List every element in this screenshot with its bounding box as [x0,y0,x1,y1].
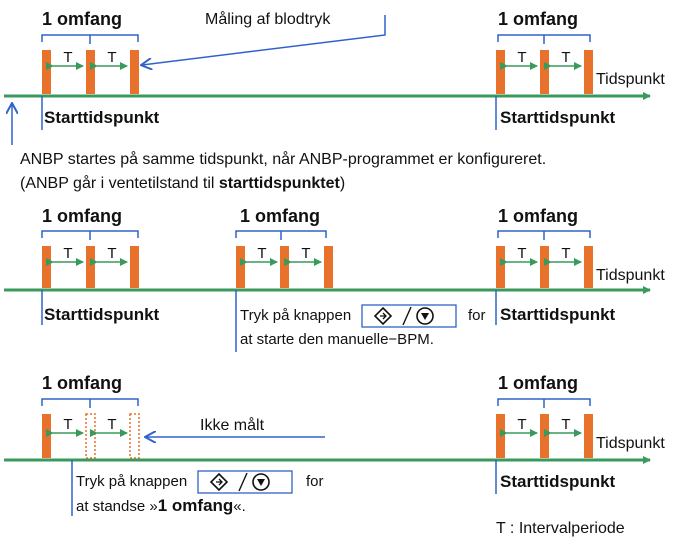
start-label: Starttidspunkt [500,305,616,324]
start-label: Starttidspunkt [44,305,160,324]
stop-note-bold: 1 omfang [158,496,234,515]
scope-group-1: 1 omfang T T Starttidspunkt [41,9,160,130]
stop-note-a: Tryk på knappen [76,473,187,490]
measurement-bar [496,246,505,288]
scope-group-3: 1 omfang T T Starttidspunkt [41,206,160,325]
row-3: 1 omfang T T Ikke målt Tryk på knappen f… [4,373,665,516]
measurement-bar [130,50,139,94]
interval-label: T [561,245,570,262]
interval-label: T [107,245,116,262]
scope-label: 1 omfang [240,206,320,226]
scope-group-5: 1 omfang T T Starttidspunkt [495,373,616,494]
time-label: Tidspunkt [596,267,665,284]
interval-label: T [63,49,72,66]
interval-label: T [561,416,570,433]
scope-label: 1 omfang [498,206,578,226]
manual-note-c: at starte den manuelle−BPM. [240,331,434,348]
measurement-callout [142,15,386,65]
interval-label: T [63,416,72,433]
measurement-bar [584,246,593,288]
start-label: Starttidspunkt [500,108,616,127]
start-stop-button-icon [361,304,457,328]
note-line-2: (ANBP går i ventetilstand til starttidsp… [20,174,345,192]
manual-note-a: Tryk på knappen [240,307,351,324]
measurement-bar [42,414,51,458]
skipped-bar [85,413,96,459]
start-label: Starttidspunkt [44,108,160,127]
note-prefix: (ANBP går i ventetilstand til [20,174,219,192]
scope-label: 1 omfang [42,373,122,393]
manual-note-b: for [468,307,486,324]
interval-label: T [561,49,570,66]
note-suffix: ) [340,175,345,192]
scope-label: 1 omfang [42,206,122,226]
measurement-bar [86,50,95,94]
measurement-bar [584,50,593,94]
time-label: Tidspunkt [596,435,665,452]
measurement-bar [584,414,593,458]
scope-label: 1 omfang [498,373,578,393]
stop-note-suffix: «. [233,498,246,515]
stop-note-prefix: at standse » [76,498,158,515]
row-2: 1 omfang T T Starttidspunkt 1 omfang T T [4,206,665,352]
measurement-bar [130,246,139,288]
scope-label: 1 omfang [498,9,578,29]
interval-label: T [517,245,526,262]
measurement-bar [496,50,505,94]
skipped-bar [129,413,140,459]
measurement-bar [42,246,51,288]
stop-note-c: at standse »1 omfang«. [76,496,246,515]
note-bold: starttidspunktet [219,175,341,192]
start-stop-button-icon [197,470,293,494]
measurement-label: Måling af blodtryk [205,10,331,28]
interval-label: T [257,245,266,262]
time-label: Tidspunkt [596,71,665,88]
interval-label: T [517,49,526,66]
scope-group-4: 1 omfang T T Starttidspunkt [495,206,616,325]
measurement-bar [236,246,245,288]
scope-label: 1 omfang [42,9,122,29]
interval-label: T [63,245,72,262]
not-measured-label: Ikke målt [200,416,265,434]
note-line-1: ANBP startes på samme tidspunkt, når ANB… [20,150,546,168]
measurement-bar [280,246,289,288]
stop-note-b: for [306,473,324,490]
start-label: Starttidspunkt [500,472,616,491]
scope-group-manual: 1 omfang T T Tryk på knappen for at star… [235,206,486,352]
measurement-bar [324,246,333,288]
scope-group-2: 1 omfang T T Starttidspunkt [495,9,616,130]
measurement-bar [540,50,549,94]
measurement-bar [42,50,51,94]
interval-label: T [107,49,116,66]
interval-label: T [301,245,310,262]
legend-interval: T : Intervalperiode [496,520,625,537]
interval-label: T [517,416,526,433]
measurement-bar [540,414,549,458]
measurement-bar [540,246,549,288]
scope-group-stopped: 1 omfang T T [41,373,140,516]
measurement-bar [86,246,95,288]
measurement-bar [496,414,505,458]
row-1: 1 omfang T T Starttidspunkt Måling af bl… [4,9,665,145]
interval-label: T [107,416,116,433]
